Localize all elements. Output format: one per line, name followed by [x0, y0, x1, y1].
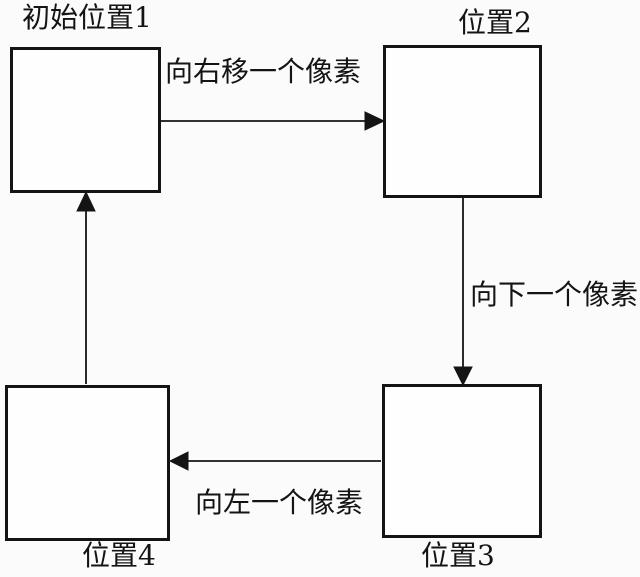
node-position2	[383, 45, 542, 198]
arrow-right	[161, 111, 386, 131]
arrow-down	[453, 198, 473, 387]
node-label-position4: 位置4	[82, 539, 156, 572]
node-label-position2: 位置2	[458, 6, 532, 39]
edge-label-move-left: 向左一个像素	[195, 486, 364, 519]
arrow-left	[168, 451, 381, 471]
node-position4	[5, 385, 170, 541]
edge-label-move-right: 向右移一个像素	[165, 55, 362, 88]
edge-label-move-down: 向下一个像素	[470, 278, 639, 311]
arrow-up	[76, 190, 96, 384]
node-label-initial-position1: 初始位置1	[22, 1, 152, 34]
node-position3	[382, 384, 542, 538]
node-initial-position1	[10, 47, 161, 193]
node-label-position3: 位置3	[421, 539, 495, 572]
